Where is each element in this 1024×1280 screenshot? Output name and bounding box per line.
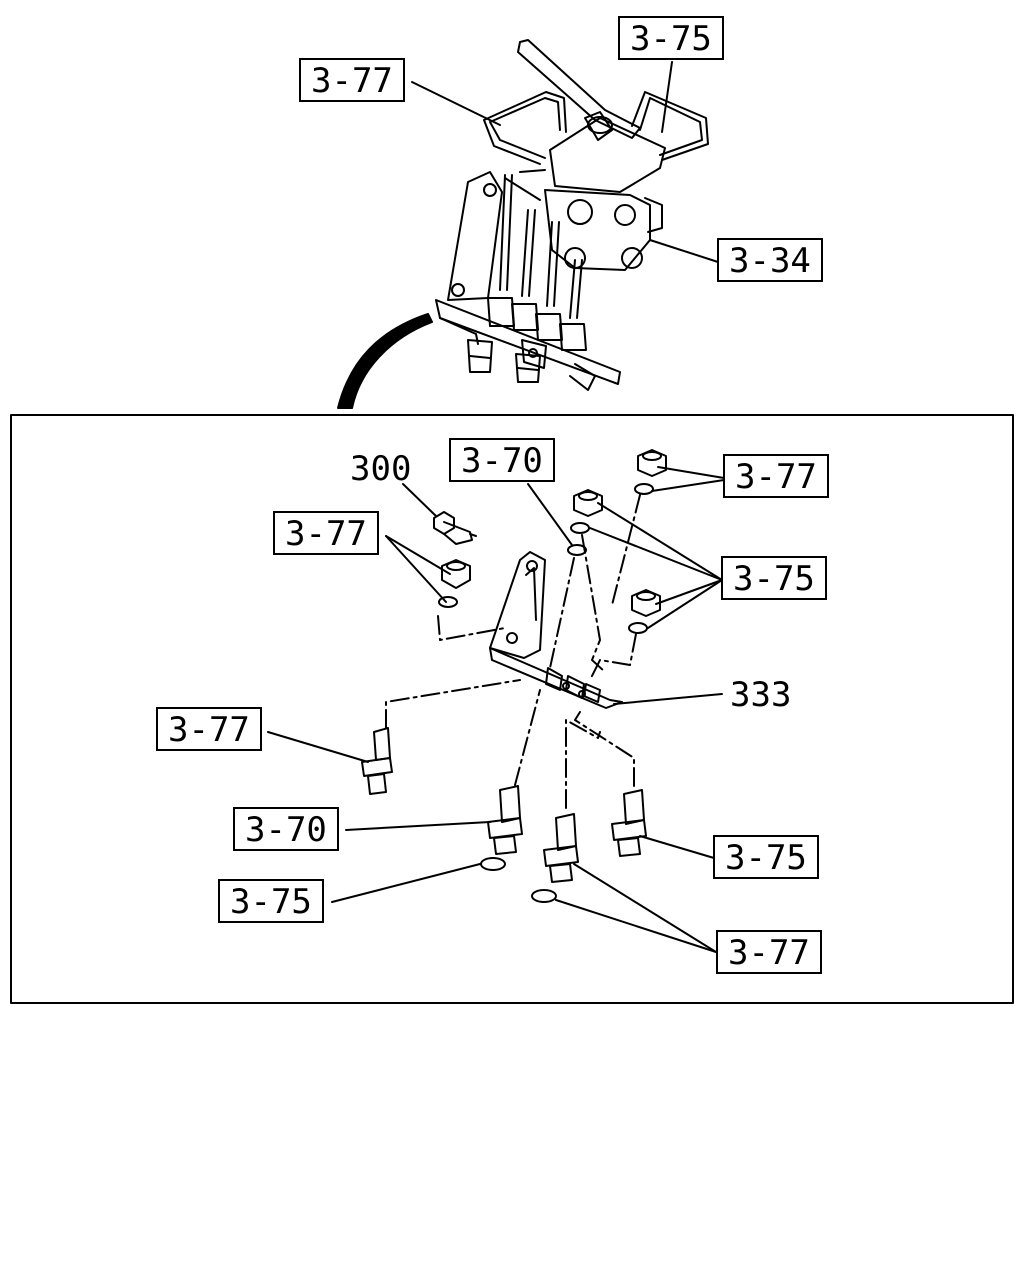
exploded-view-illustration [361, 449, 667, 903]
washer-3-77-bottom [531, 889, 557, 903]
washer-3-75-bottom [480, 857, 506, 871]
transition-arrow [337, 313, 433, 409]
callout-3-75-bottom-left: 3-75 [218, 879, 324, 923]
valve-assembly-illustration [435, 39, 709, 391]
callout-300: 300 [350, 449, 412, 489]
callout-3-77-top: 3-77 [299, 58, 405, 102]
callout-3-34-top: 3-34 [717, 238, 823, 282]
washer-top-right [634, 483, 654, 495]
leader-lines [267, 61, 725, 953]
callout-3-75-lower-right: 3-75 [713, 835, 819, 879]
callout-3-77-top-right: 3-77 [723, 454, 829, 498]
nut-top-right [637, 449, 667, 477]
callout-3-70-lower: 3-70 [233, 807, 339, 851]
fitting-3-77-bottom [543, 813, 579, 883]
washer-right [628, 622, 648, 634]
callout-3-75-top: 3-75 [618, 16, 724, 60]
fitting-3-70-lower [487, 785, 523, 855]
callout-3-77-bottom-right: 3-77 [716, 930, 822, 974]
fitting-3-77-left [361, 727, 393, 795]
washer-mid [570, 522, 590, 534]
callout-333: 333 [730, 675, 792, 715]
callout-3-77-left: 3-77 [273, 511, 379, 555]
callout-3-77-lower-left: 3-77 [156, 707, 262, 751]
fitting-3-75-right [611, 789, 647, 857]
washer-3-70 [567, 544, 587, 556]
nut-mid [573, 489, 603, 517]
nut-right [631, 589, 661, 617]
washer-left [438, 596, 458, 608]
callout-3-75-right: 3-75 [721, 556, 827, 600]
exploded-view-frame [10, 414, 1014, 1004]
callout-3-70-top: 3-70 [449, 438, 555, 482]
nut-left [441, 559, 471, 589]
